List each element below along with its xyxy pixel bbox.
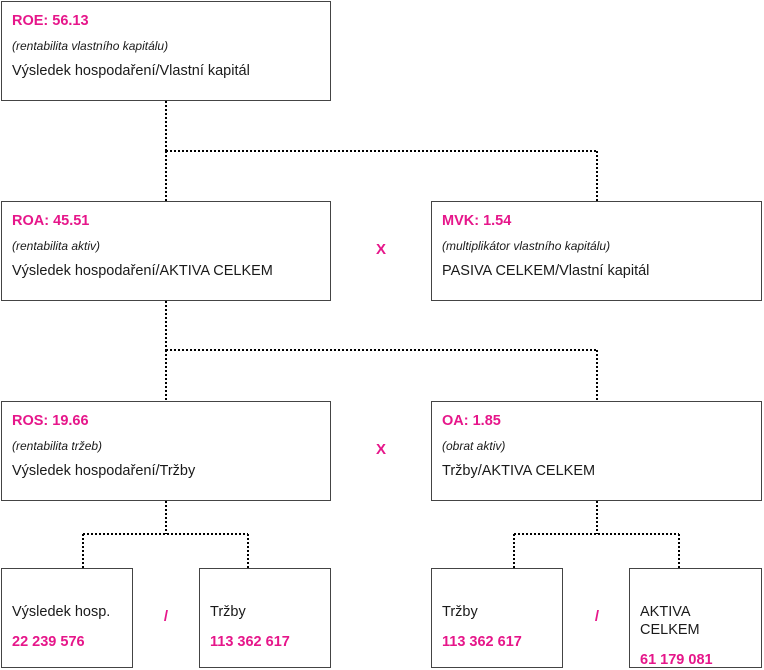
- leaf-vysledek-hosp-label: Výsledek hosp.: [12, 604, 111, 620]
- divide-operator-1: /: [163, 608, 169, 625]
- multiply-operator-1: X: [375, 241, 386, 258]
- roa-subtitle: (rentabilita aktiv): [12, 239, 101, 253]
- leaf-trzby-2-value: 113 362 617: [442, 634, 522, 650]
- ros-subtitle: (rentabilita tržeb): [12, 439, 103, 453]
- mvk-subtitle: (multiplikátor vlastního kapitálu): [442, 239, 611, 253]
- roe-title: ROE: 56.13: [12, 13, 89, 29]
- roe-box: ROE: 56.13 (rentabilita vlastního kapitá…: [1, 1, 331, 101]
- mvk-formula: PASIVA CELKEM/Vlastní kapitál: [442, 263, 650, 279]
- divide-operator-2: /: [594, 608, 600, 625]
- oa-box: OA: 1.85 (obrat aktiv) Tržby/AKTIVA CELK…: [431, 401, 762, 501]
- multiply-operator-2: X: [375, 441, 386, 458]
- leaf-vysledek-hosp: Výsledek hosp. 22 239 576: [1, 568, 133, 668]
- connector-roe: [165, 101, 598, 201]
- leaf-vysledek-hosp-value: 22 239 576: [12, 634, 85, 650]
- ros-title: ROS: 19.66: [12, 413, 89, 429]
- leaf-trzby-2-label: Tržby: [442, 604, 478, 620]
- ros-box: ROS: 19.66 (rentabilita tržeb) Výsledek …: [1, 401, 331, 501]
- roe-subtitle: (rentabilita vlastního kapitálu): [12, 39, 169, 53]
- connector-roa: [165, 301, 598, 401]
- roa-formula: Výsledek hospodaření/AKTIVA CELKEM: [12, 263, 273, 279]
- oa-subtitle: (obrat aktiv): [442, 439, 506, 453]
- roa-title: ROA: 45.51: [12, 213, 90, 229]
- leaf-aktiva-celkem: AKTIVA CELKEM 61 179 081: [629, 568, 762, 668]
- mvk-box: MVK: 1.54 (multiplikátor vlastního kapit…: [431, 201, 762, 301]
- oa-title: OA: 1.85: [442, 413, 501, 429]
- leaf-aktiva-celkem-label: AKTIVA CELKEM: [640, 604, 700, 638]
- roe-formula: Výsledek hospodaření/Vlastní kapitál: [12, 63, 250, 79]
- connector-oa: [513, 501, 680, 568]
- leaf-trzby-1-label: Tržby: [210, 604, 246, 620]
- leaf-aktiva-celkem-value: 61 179 081: [640, 652, 713, 668]
- leaf-trzby-2: Tržby 113 362 617: [431, 568, 563, 668]
- connector-ros: [82, 501, 249, 568]
- ros-formula: Výsledek hospodaření/Tržby: [12, 463, 196, 479]
- mvk-title: MVK: 1.54: [442, 213, 512, 229]
- oa-formula: Tržby/AKTIVA CELKEM: [442, 463, 596, 479]
- roa-box: ROA: 45.51 (rentabilita aktiv) Výsledek …: [1, 201, 331, 301]
- leaf-trzby-1-value: 113 362 617: [210, 634, 290, 650]
- leaf-trzby-1: Tržby 113 362 617: [199, 568, 331, 668]
